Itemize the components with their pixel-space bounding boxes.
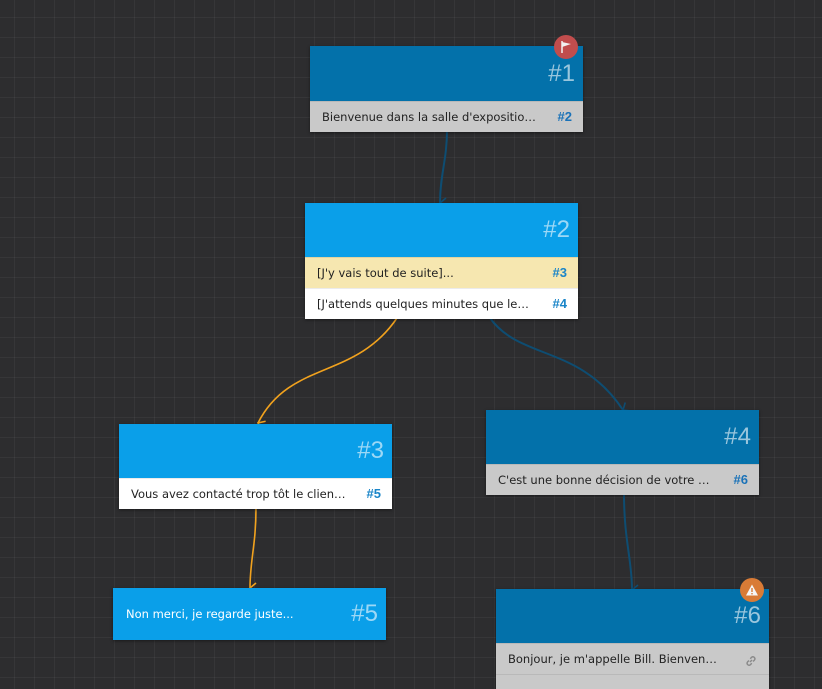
row-target[interactable]: #2: [557, 109, 572, 124]
node-4[interactable]: #4 C'est une bonne décision de votre par…: [486, 410, 759, 495]
connection-3-to-5[interactable]: [248, 507, 257, 594]
row-text: Bonjour, je m'appelle Bill. Bienvenue à …: [508, 652, 745, 666]
node-row[interactable]: Bonjour, je m'appelle Bill. Bienvenue à …: [496, 643, 769, 674]
node-number: #2: [543, 216, 570, 243]
link-icon[interactable]: [744, 645, 758, 674]
node-header[interactable]: #4: [486, 410, 759, 464]
flag-icon: [554, 35, 578, 59]
node-row[interactable]: C'est une bonne décision de votre part .…: [486, 464, 759, 495]
node-number: #6: [734, 602, 761, 629]
node-3[interactable]: #3 Vous avez contacté trop tôt le client…: [119, 424, 392, 509]
node-header[interactable]: #1: [310, 46, 583, 101]
node-row[interactable]: Bienvenue dans la salle d'exposition du …: [310, 101, 583, 132]
node-header[interactable]: #2: [305, 203, 578, 257]
node-5[interactable]: Non merci, je regarde juste... #5: [113, 588, 386, 640]
row-target[interactable]: #3: [552, 265, 567, 280]
row-target[interactable]: #5: [366, 486, 381, 501]
node-row[interactable]: [J'attends quelques minutes que le clie.…: [305, 288, 578, 319]
node-header[interactable]: #3: [119, 424, 392, 478]
node-row[interactable]: Vous avez contacté trop tôt le client. E…: [119, 478, 392, 509]
warning-icon: [740, 578, 764, 602]
row-text: Bienvenue dans la salle d'exposition du …: [322, 110, 565, 124]
row-text: [J'attends quelques minutes que le clie.…: [317, 297, 552, 311]
node-header[interactable]: #6: [496, 589, 769, 643]
row-target[interactable]: #4: [552, 296, 567, 311]
node-number: #5: [351, 600, 378, 627]
connection-4-to-6[interactable]: [623, 493, 639, 596]
node-number: #3: [357, 437, 384, 464]
row-text: C'est une bonne décision de votre part .…: [498, 473, 737, 487]
row-text: [J'y vais tout de suite]...: [317, 266, 454, 280]
node-1[interactable]: #1 Bienvenue dans la salle d'exposition …: [310, 35, 583, 132]
connection-2-to-4[interactable]: [489, 317, 631, 412]
node-text: Non merci, je regarde juste...: [126, 607, 294, 621]
node-row-partial[interactable]: [496, 674, 769, 689]
row-text: Vous avez contacté trop tôt le client. E…: [131, 487, 371, 501]
node-row[interactable]: [J'y vais tout de suite]... #3: [305, 257, 578, 288]
node-2[interactable]: #2 [J'y vais tout de suite]... #3 [J'att…: [305, 203, 578, 319]
row-target[interactable]: #6: [733, 472, 748, 487]
node-6[interactable]: #6 Bonjour, je m'appelle Bill. Bienvenue…: [496, 578, 769, 689]
connection-1-to-2[interactable]: [438, 129, 448, 209]
connection-2-to-3[interactable]: [256, 317, 398, 431]
node-number: #1: [548, 59, 575, 87]
node-number: #4: [724, 423, 751, 450]
